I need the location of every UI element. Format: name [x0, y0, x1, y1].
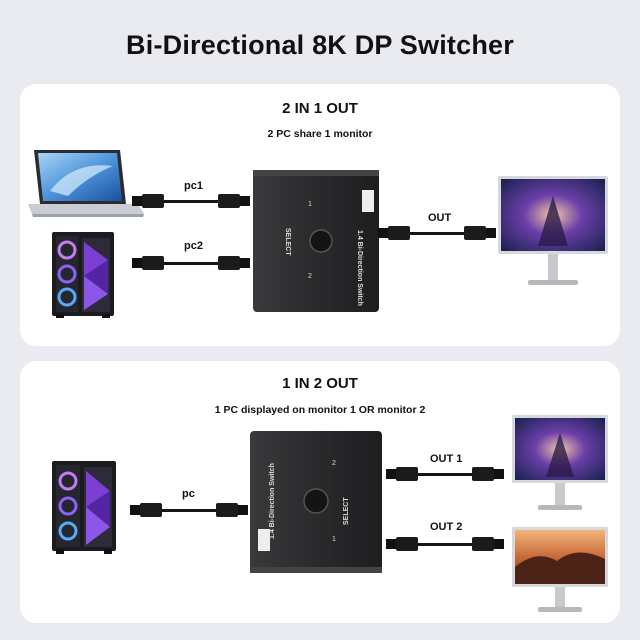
label-pc1: pc1 — [184, 180, 203, 192]
label-pc: pc — [182, 488, 195, 500]
cable-out-1 — [386, 467, 504, 481]
switch-device: 1.4 Bi-Direction Switch SELECT 1 2 — [253, 170, 379, 312]
badge-8k-icon — [258, 529, 270, 551]
desktop-pc-illustration — [52, 461, 116, 554]
monitor-2-illustration — [512, 527, 608, 612]
label-pc2: pc2 — [184, 240, 203, 252]
port-2-label: 2 — [332, 460, 336, 467]
select-label: SELECT — [284, 228, 291, 256]
switch-device: 1.4 Bi-Direction Switch SELECT 2 1 — [250, 431, 382, 573]
select-label: SELECT — [343, 497, 350, 525]
panel-title: 2 IN 1 OUT — [282, 100, 358, 117]
panel-1-in-2-out: 1 IN 2 OUT 1 PC displayed on monitor 1 O… — [20, 361, 620, 623]
panel-title: 1 IN 2 OUT — [282, 375, 358, 392]
monitor-illustration — [498, 176, 608, 285]
label-out-1: OUT 1 — [430, 453, 463, 465]
cable-pc2 — [132, 256, 250, 270]
desktop-pc-illustration — [52, 232, 114, 318]
laptop-illustration — [28, 150, 144, 217]
cable-pc — [130, 503, 248, 517]
select-button — [303, 488, 329, 514]
port-2-label: 2 — [308, 273, 312, 280]
device-model-text: 1.4 Bi-Direction Switch — [356, 230, 363, 306]
panel-subtitle: 2 PC share 1 monitor — [267, 128, 373, 140]
cable-pc1 — [132, 194, 250, 208]
cable-out — [378, 226, 496, 240]
device-model-text: 1.4 Bi-Direction Switch — [269, 463, 276, 539]
badge-8k-icon — [362, 190, 374, 212]
port-1-label: 1 — [332, 536, 336, 543]
label-out: OUT — [428, 212, 452, 224]
select-button — [309, 229, 333, 253]
panel-2-in-1-out: 2 IN 1 OUT 2 PC share 1 monitor p — [20, 84, 620, 346]
cable-out-2 — [386, 537, 504, 551]
monitor-1-illustration — [512, 415, 608, 510]
panel-subtitle: 1 PC displayed on monitor 1 OR monitor 2 — [214, 404, 426, 416]
port-1-label: 1 — [308, 201, 312, 208]
page-title: Bi-Directional 8K DP Switcher — [126, 30, 514, 60]
label-out-2: OUT 2 — [430, 521, 463, 533]
